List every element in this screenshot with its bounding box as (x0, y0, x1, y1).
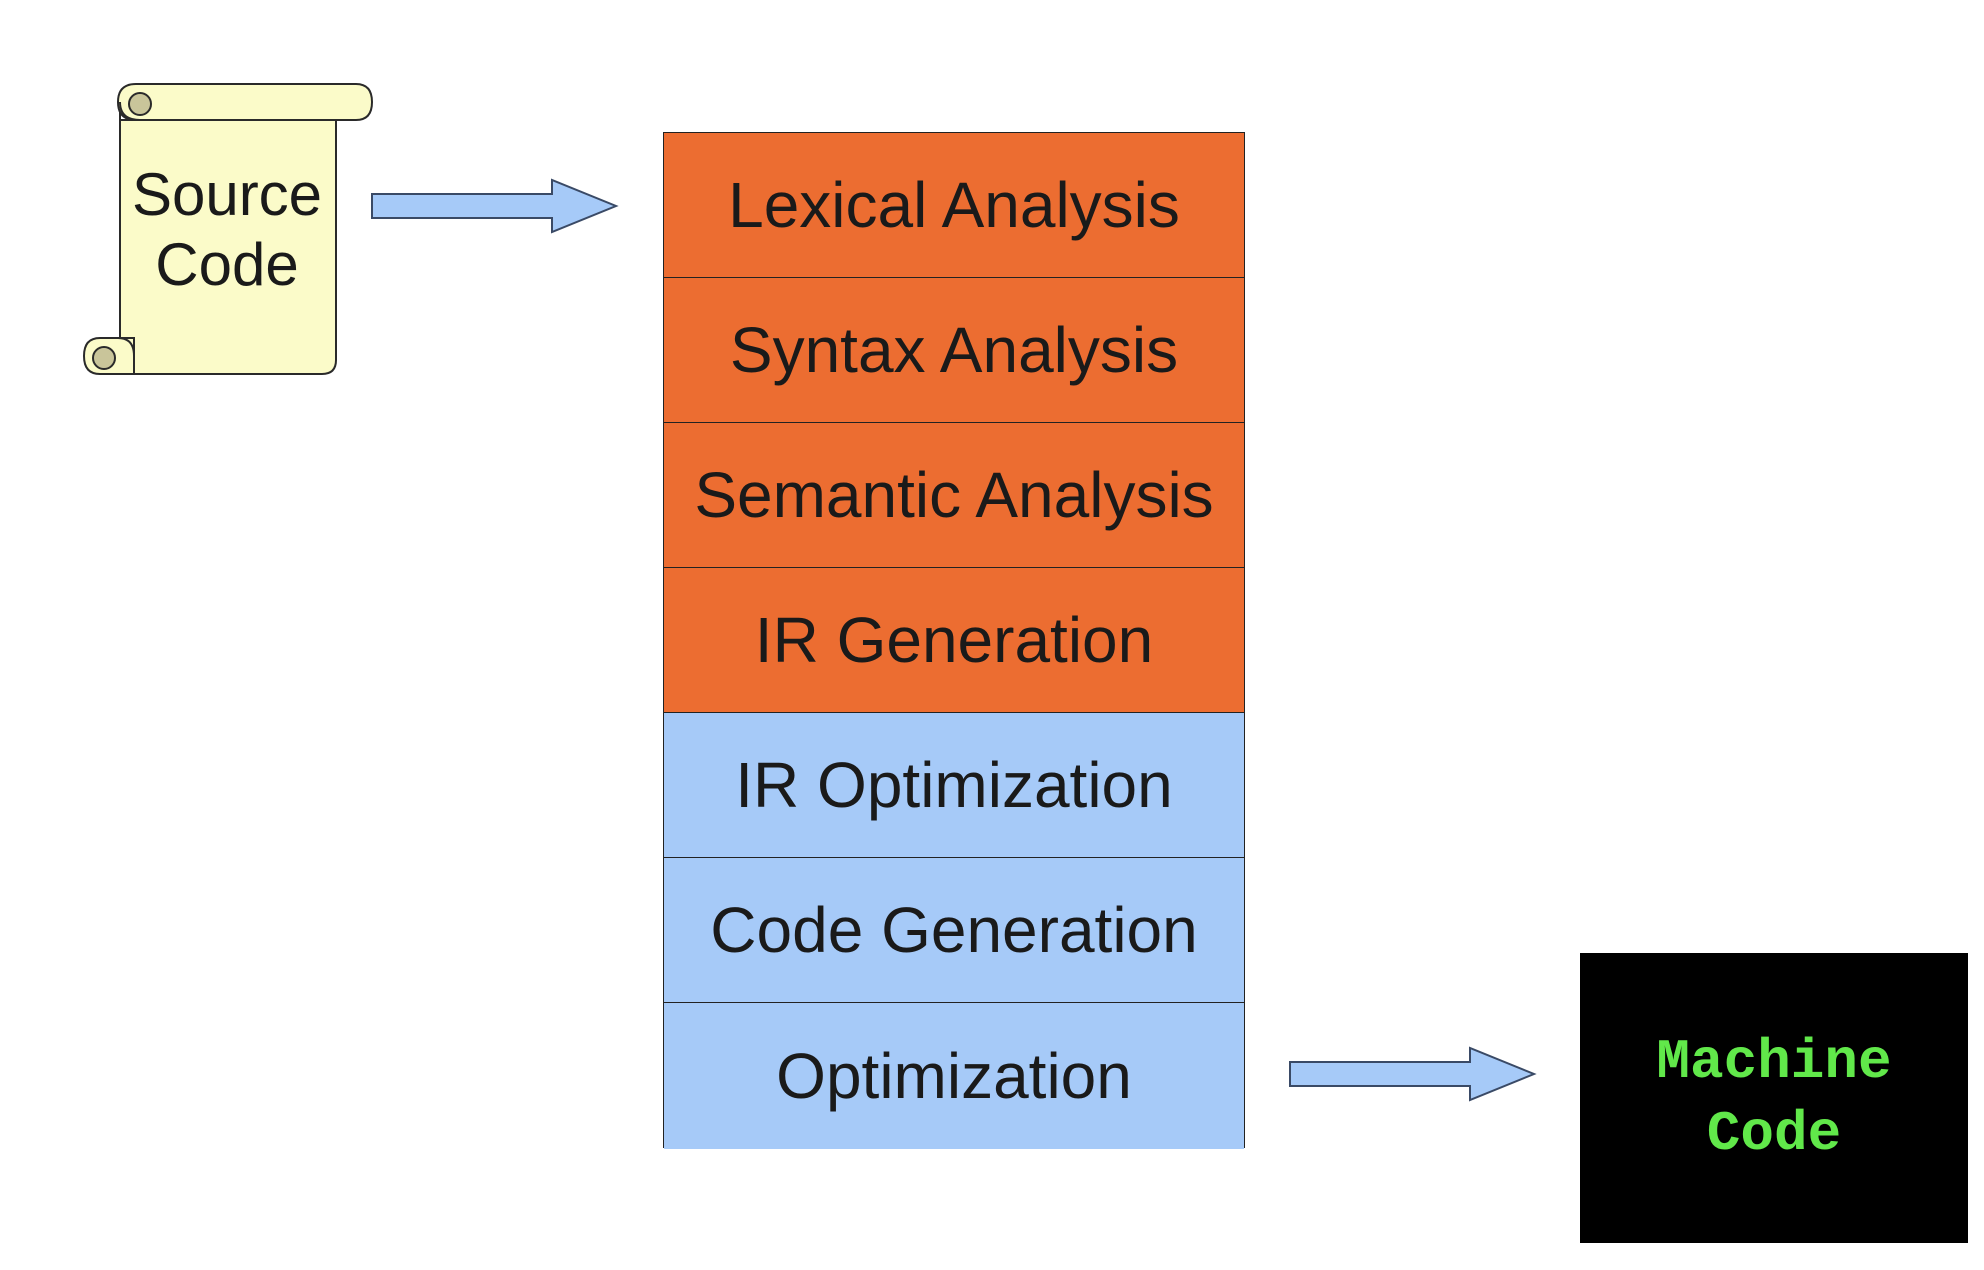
right-arrow-icon (1289, 1046, 1537, 1102)
stage-syntax-analysis: Syntax Analysis (664, 278, 1244, 423)
right-arrow-icon (371, 178, 619, 234)
stage-lexical-analysis: Lexical Analysis (664, 133, 1244, 278)
stage-code-generation: Code Generation (664, 858, 1244, 1003)
stage-ir-generation: IR Generation (664, 568, 1244, 713)
stage-optimization: Optimization (664, 1003, 1244, 1149)
cropped-title (360, 0, 1460, 18)
scroll-icon (82, 83, 374, 375)
source-code-label: Source Code (131, 161, 323, 298)
machine-code-label: Machine Code (1656, 1030, 1892, 1166)
stage-semantic-analysis: Semantic Analysis (664, 423, 1244, 568)
machine-code-box: Machine Code (1580, 953, 1968, 1243)
compiler-phase-stack: Lexical Analysis Syntax Analysis Semanti… (663, 132, 1245, 1149)
stage-ir-optimization: IR Optimization (664, 713, 1244, 858)
